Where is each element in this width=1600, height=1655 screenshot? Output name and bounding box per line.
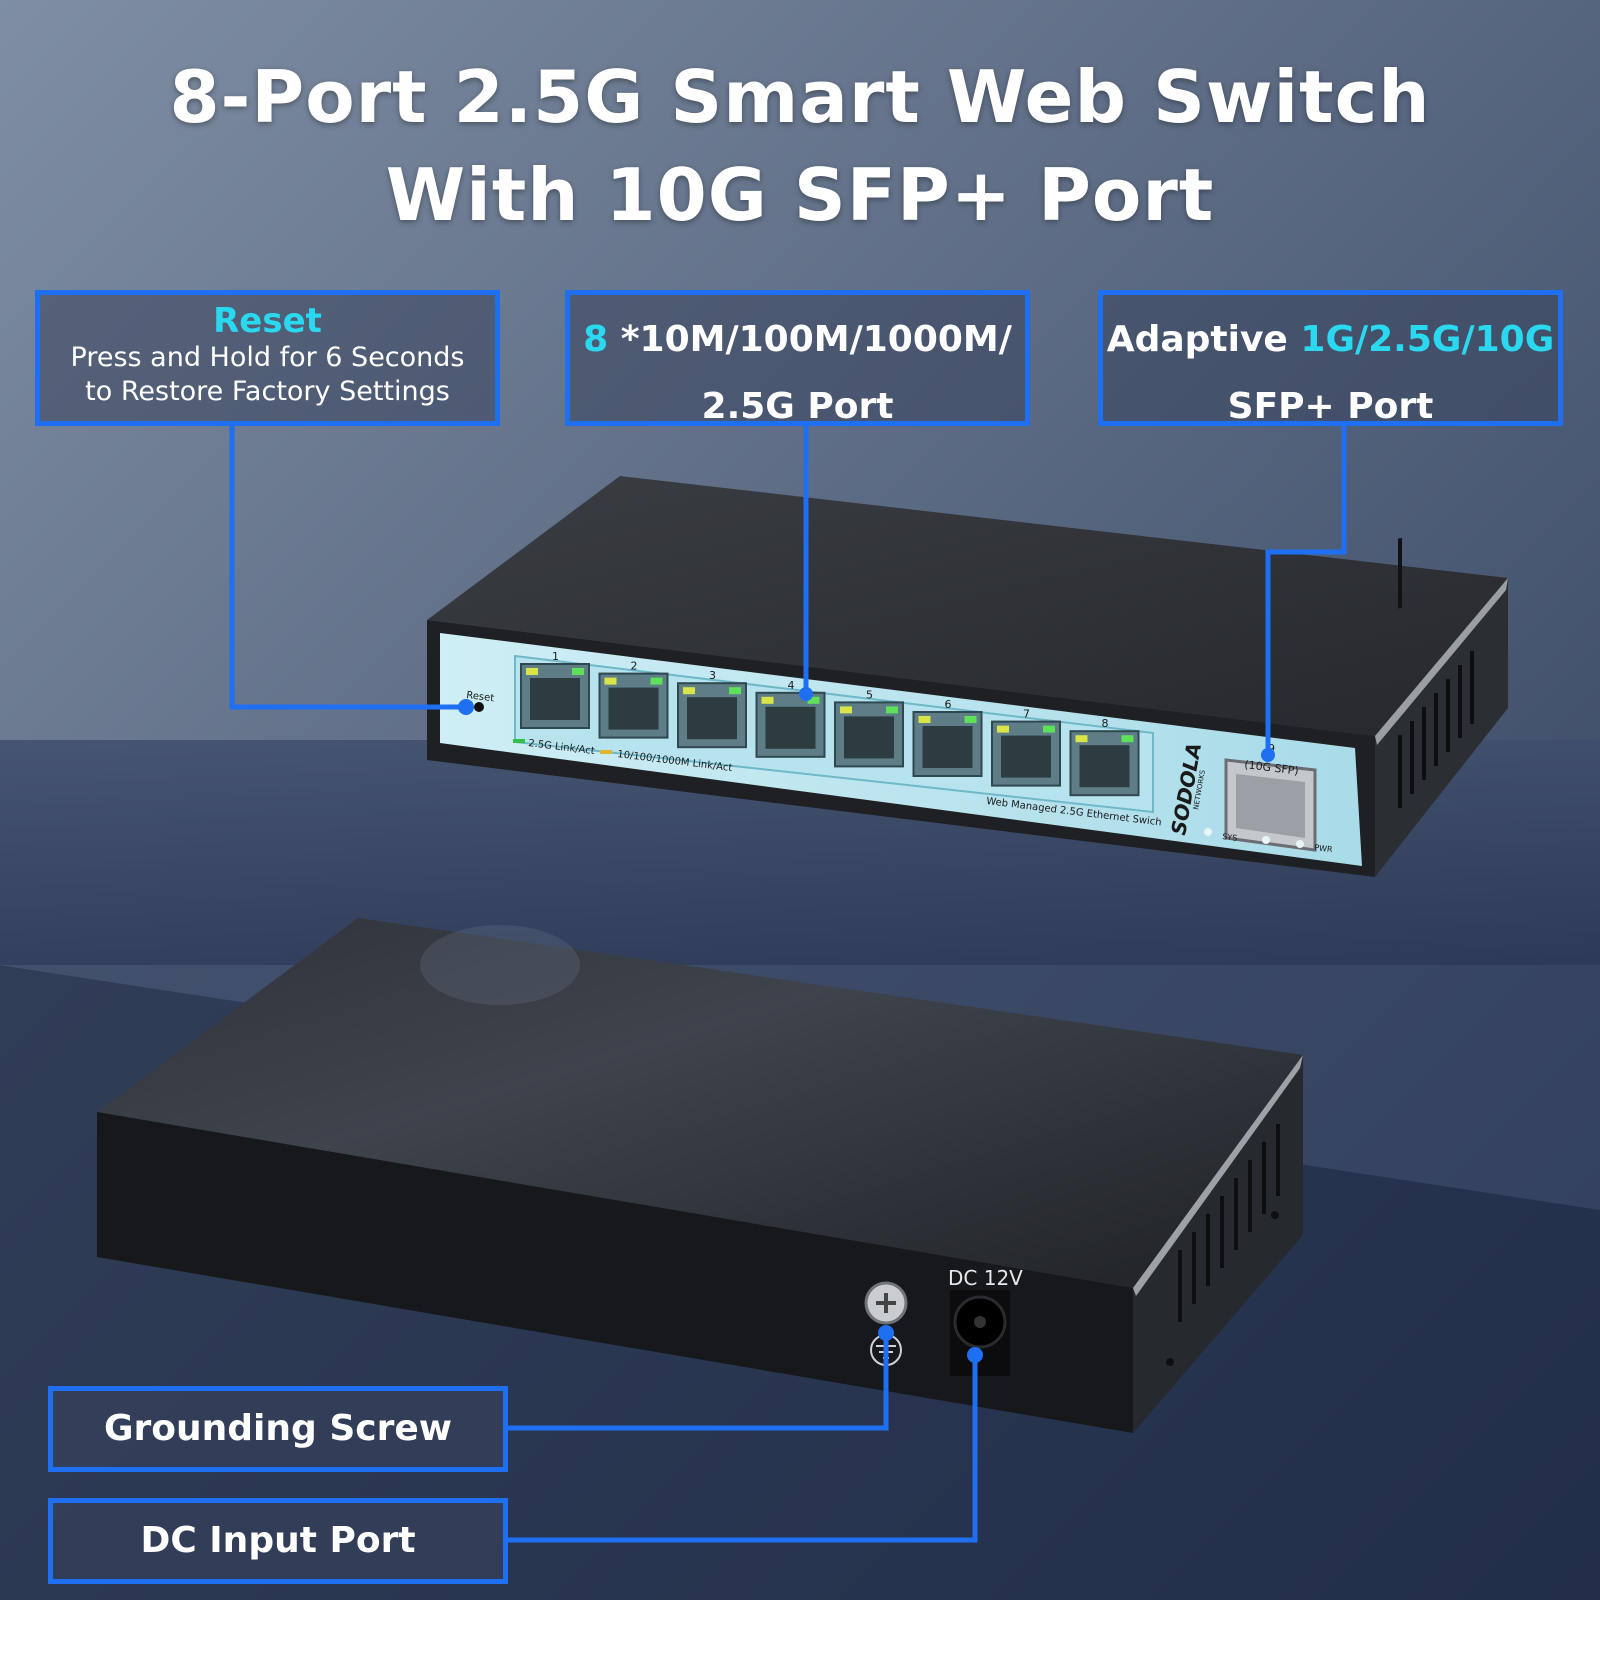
reset-port-label: Reset [466, 690, 495, 704]
reset-callout: Reset Press and Hold for 6 Seconds to Re… [35, 290, 500, 426]
leader-lines [229, 426, 1347, 1543]
port-number-5: 5 [866, 688, 873, 701]
sfp-speeds: 1G/2.5G/10G [1300, 319, 1555, 360]
reset-callout-line1: Press and Hold for 6 Seconds [70, 342, 465, 373]
port-number-3: 3 [709, 669, 716, 682]
sfp-number: 9 [1268, 742, 1275, 755]
page-title-line2: With 10G SFP+ Port [385, 153, 1215, 237]
sfp-prefix: Adaptive [1106, 319, 1301, 360]
grounding-callout: Grounding Screw [48, 1386, 508, 1472]
rj45-port-3: 3 [677, 669, 747, 749]
port-number-2: 2 [631, 660, 638, 673]
dc-input-callout: DC Input Port (12V2.0A) [48, 1498, 508, 1637]
rj45-port-4: 4 [755, 679, 826, 758]
sfp-callout-line1: Adaptive 1G/2.5G/10G [1103, 317, 1558, 362]
ports-callout: 8 *10M/100M/1000M/ 2.5G Port [565, 290, 1030, 427]
rj45-port-8: 8 [1069, 717, 1140, 797]
rj45-port-6: 6 [912, 698, 983, 777]
led-sys-label: SYS [1222, 832, 1238, 843]
sfp-callout: Adaptive 1G/2.5G/10G SFP+ Port [1098, 290, 1563, 427]
port-number-8: 8 [1102, 717, 1109, 730]
sfp-callout-line2: SFP+ Port [1227, 386, 1434, 427]
ports-callout-line1: 8 *10M/100M/1000M/ [570, 317, 1025, 362]
rj45-port-1: 1 [520, 650, 590, 729]
port-number-6: 6 [945, 698, 952, 711]
dc-label: DC 12V [948, 1266, 1023, 1290]
ports-count: 8 [583, 319, 609, 360]
reset-callout-title: Reset [213, 301, 322, 341]
dc-input-callout-label: DC Input Port (12V2.0A) [140, 1520, 416, 1637]
page-title-line1: 8-Port 2.5G Smart Web Switch [169, 55, 1431, 139]
rj45-ports: 1 2 3 4 5 6 7 8 [520, 650, 1140, 797]
port-number-7: 7 [1023, 708, 1030, 721]
switch-back-view: DC 12V [97, 918, 1303, 1433]
rj45-port-5: 5 [834, 688, 904, 768]
grounding-callout-label: Grounding Screw [103, 1408, 453, 1449]
rj45-port-7: 7 [991, 708, 1061, 787]
port-number-1: 1 [552, 650, 559, 663]
led-pwr-label: PWR [1314, 843, 1334, 854]
rj45-port-2: 2 [598, 660, 669, 739]
reset-callout-line2: to Restore Factory Settings [85, 376, 450, 407]
ports-speeds: *10M/100M/1000M/ [608, 319, 1012, 360]
ports-callout-line2: 2.5G Port [701, 386, 894, 427]
port-number-4: 4 [788, 679, 795, 692]
